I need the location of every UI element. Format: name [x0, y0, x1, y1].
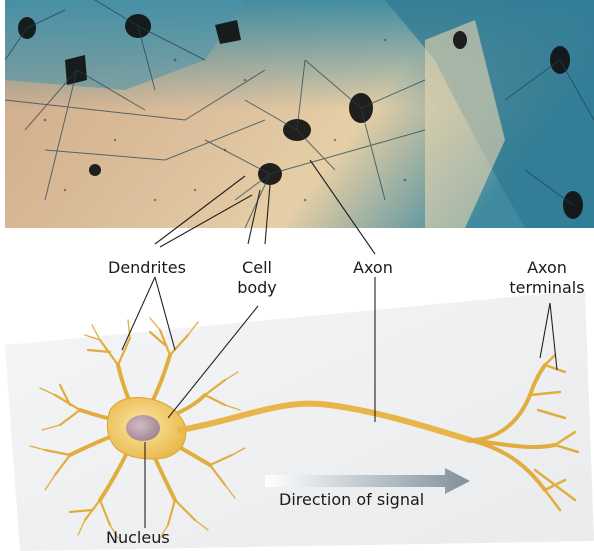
- nucleus-label: Nucleus: [106, 528, 170, 548]
- direction-of-signal-label: Direction of signal: [279, 490, 424, 510]
- axon-label: Axon: [353, 258, 393, 278]
- dendrites-label: Dendrites: [108, 258, 186, 278]
- diagram-background: [5, 290, 594, 551]
- nucleus-shape: [126, 415, 160, 441]
- cell-body-label: Cell body: [227, 258, 287, 298]
- axon-terminals-label: Axon terminals: [502, 258, 592, 298]
